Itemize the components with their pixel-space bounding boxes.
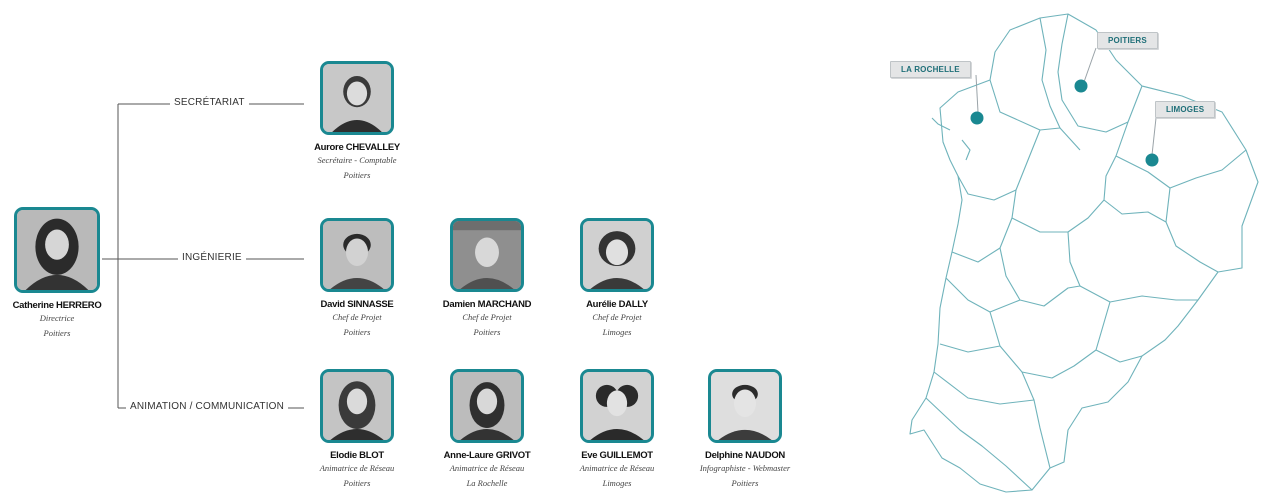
person-city: Poitiers	[343, 478, 371, 488]
person-card-director: Catherine HERRERO Directrice Poitiers	[0, 207, 122, 341]
portrait-photo	[320, 218, 394, 292]
office-label-limoges: LIMOGES	[1155, 101, 1216, 118]
office-label-poitiers: POITIERS	[1097, 32, 1158, 49]
person-card: Aurélie DALLY Chef de Projet Limoges	[552, 218, 682, 340]
person-name: Aurélie DALLY	[586, 299, 648, 310]
person-role: Directrice	[39, 313, 75, 323]
person-city: Poitiers	[731, 478, 759, 488]
person-name: Elodie BLOT	[330, 450, 384, 461]
person-city: Poitiers	[43, 328, 71, 338]
office-marker-poitiers	[1074, 79, 1088, 93]
person-role: Animatrice de Réseau	[449, 463, 525, 473]
person-name: David SINNASSE	[320, 299, 394, 310]
office-marker-limoges	[1145, 153, 1159, 167]
person-city: La Rochelle	[466, 478, 508, 488]
region-outline	[909, 13, 1259, 493]
person-role: Infographiste - Webmaster	[699, 463, 791, 473]
portrait-photo	[320, 61, 394, 135]
person-name: Anne-Laure GRIVOT	[443, 450, 531, 461]
person-role: Chef de Projet	[462, 312, 512, 322]
person-role: Animatrice de Réseau	[579, 463, 655, 473]
person-role: Animatrice de Réseau	[319, 463, 395, 473]
person-name: Catherine HERRERO	[12, 300, 102, 311]
person-city: Limoges	[602, 478, 632, 488]
portrait-photo	[708, 369, 782, 443]
person-role: Chef de Projet	[332, 312, 382, 322]
person-role: Secrétaire - Comptable	[317, 155, 397, 165]
portrait-photo	[580, 218, 654, 292]
person-name: Damien MARCHAND	[442, 299, 532, 310]
office-label-la-rochelle: LA ROCHELLE	[890, 61, 971, 78]
person-city: Poitiers	[343, 327, 371, 337]
person-city: Limoges	[602, 327, 632, 337]
person-name: Delphine NAUDON	[705, 450, 785, 461]
branch-label-animation: ANIMATION / COMMUNICATION	[126, 401, 289, 412]
person-card: Delphine NAUDON Infographiste - Webmaste…	[680, 369, 810, 491]
portrait-photo	[14, 207, 100, 293]
person-card: Aurore CHEVALLEY Secrétaire - Comptable …	[292, 61, 422, 183]
portrait-photo	[580, 369, 654, 443]
person-city: Poitiers	[343, 170, 371, 180]
portrait-photo	[450, 218, 524, 292]
person-name: Aurore CHEVALLEY	[314, 142, 400, 153]
branch-label-secretariat: SECRÉTARIAT	[170, 97, 249, 108]
person-card: Anne-Laure GRIVOT Animatrice de Réseau L…	[422, 369, 552, 491]
branch-label-ingenierie: INGÉNIERIE	[178, 252, 246, 263]
person-role: Chef de Projet	[592, 312, 642, 322]
person-card: Damien MARCHAND Chef de Projet Poitiers	[422, 218, 552, 340]
person-city: Poitiers	[473, 327, 501, 337]
office-marker-la-rochelle	[970, 111, 984, 125]
person-card: Elodie BLOT Animatrice de Réseau Poitier…	[292, 369, 422, 491]
person-card: David SINNASSE Chef de Projet Poitiers	[292, 218, 422, 340]
portrait-photo	[320, 369, 394, 443]
person-card: Eve GUILLEMOT Animatrice de Réseau Limog…	[552, 369, 682, 491]
person-name: Eve GUILLEMOT	[581, 450, 653, 461]
portrait-photo	[450, 369, 524, 443]
